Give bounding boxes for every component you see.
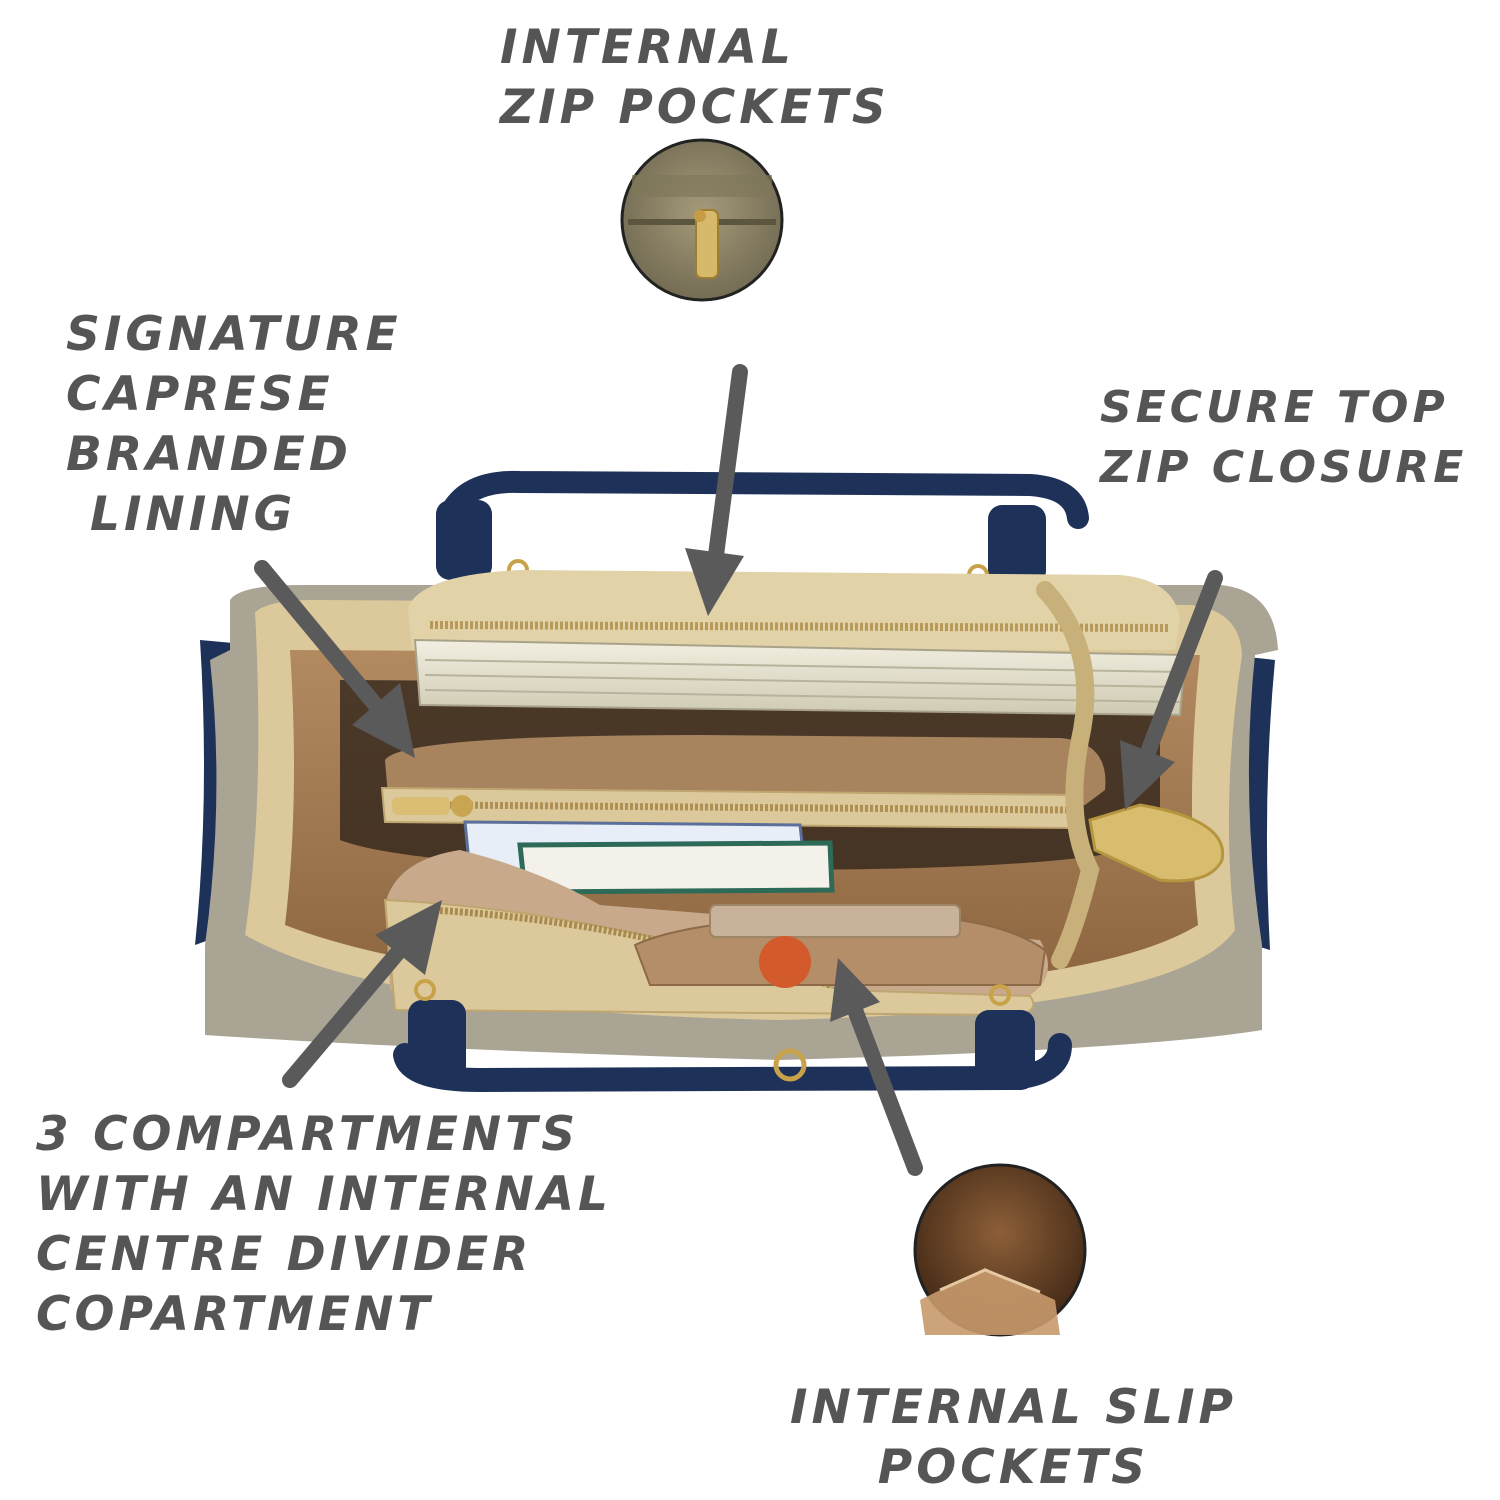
callout-line: LINING <box>90 487 297 542</box>
handle-tab <box>988 505 1046 585</box>
callout-line: INTERNAL SLIP <box>790 1380 1237 1435</box>
metal-ring <box>773 1048 807 1082</box>
arrow-internal-zip <box>685 364 748 616</box>
callout-line: SECURE TOP <box>1100 382 1449 433</box>
callout-line: 3 COMPARTMENTS <box>36 1107 580 1162</box>
arrow-internal-slip <box>830 958 923 1176</box>
callout-secure-top-zip: SECURE TOP ZIP CLOSURE <box>1100 378 1467 498</box>
back-handle <box>441 470 1089 529</box>
callout-line: CAPRESE <box>66 367 334 422</box>
zip-puller-left <box>392 797 450 815</box>
front-zip-teeth <box>429 906 832 989</box>
callout-line: BRANDED <box>66 427 352 482</box>
handle-tab <box>436 500 492 580</box>
card-holder <box>709 904 961 938</box>
callout-line: COPARTMENT <box>36 1287 434 1342</box>
zip-pocket-detail-circle <box>620 138 784 302</box>
arrow-secure-top-zip <box>1120 570 1223 810</box>
metal-ring <box>414 979 436 1001</box>
callout-three-compartments: 3 COMPARTMENTS WITH AN INTERNAL CENTRE D… <box>36 1105 612 1345</box>
zip-slider <box>451 795 473 817</box>
top-zip-tape <box>1036 581 1100 969</box>
lipstick-cap <box>759 936 811 988</box>
callout-line: CENTRE DIVIDER <box>36 1227 533 1282</box>
callout-line: ZIP CLOSURE <box>1100 442 1468 493</box>
notebook-spine <box>517 840 835 895</box>
callout-internal-slip-pockets: INTERNAL SLIP POCKETS <box>790 1378 1237 1498</box>
arrow-three-compartments <box>282 900 442 1088</box>
callout-internal-zip-pockets: INTERNAL ZIP POCKETS <box>500 18 890 138</box>
slip-pocket-detail-circle <box>913 1163 1087 1337</box>
book <box>413 638 1187 717</box>
callout-line: ZIP POCKETS <box>500 80 890 135</box>
handle-tab <box>975 1010 1035 1090</box>
callout-line: SIGNATURE <box>66 307 402 362</box>
handle-tab <box>408 1000 466 1080</box>
divider-zip-teeth <box>439 801 1071 814</box>
callout-line: WITH AN INTERNAL <box>36 1167 612 1222</box>
callout-line: POCKETS <box>877 1440 1150 1495</box>
back-zip-teeth <box>429 621 1171 632</box>
metal-ring <box>989 984 1011 1006</box>
callout-line: INTERNAL <box>500 20 795 75</box>
handbag-image <box>195 470 1278 1093</box>
top-zip-pull <box>1088 803 1225 883</box>
arrow-signature-lining <box>254 560 415 758</box>
callout-signature-lining: SIGNATURE CAPRESE BRANDED LINING <box>66 305 402 545</box>
